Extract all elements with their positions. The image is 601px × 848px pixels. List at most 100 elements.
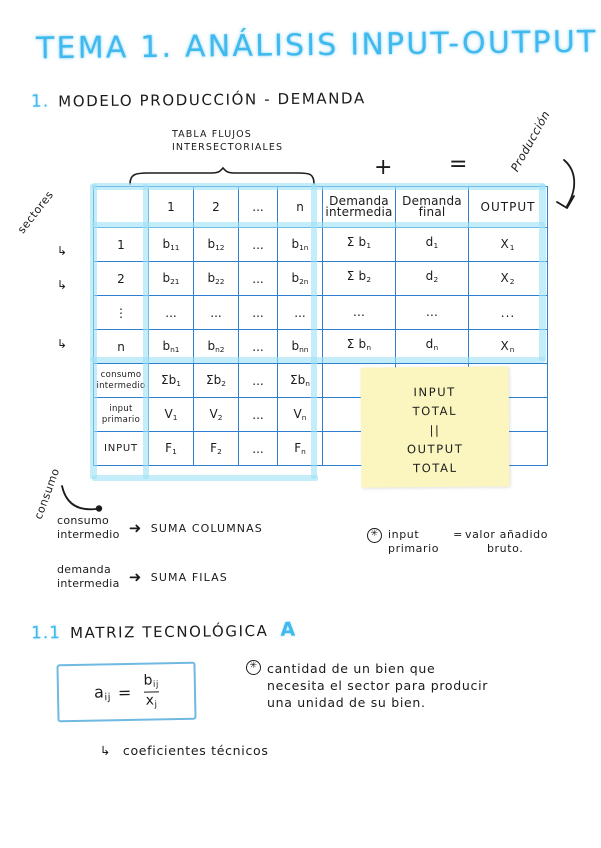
sector-row-arrow-1: ↳: [57, 244, 68, 258]
table-caption-line2: INTERSECTORIALES: [172, 142, 284, 153]
section-11-number: 1.1: [30, 623, 62, 644]
highlight-footer-bottom: [92, 475, 318, 481]
sticky-line-5: TOTAL: [413, 460, 458, 476]
header-demanda-intermedia: Demanda intermedia: [322, 186, 396, 228]
note1-lhs: consumo intermedio: [57, 514, 120, 542]
cell-bn1: bn1: [148, 329, 194, 364]
note3-star-icon: ✳: [367, 528, 382, 543]
cell-vn: Vn: [277, 397, 323, 432]
table-row: 2 b21 b22 ... b2n Σ b2 d2 X2: [93, 261, 548, 296]
cell-bn2: bn2: [193, 329, 239, 364]
cell-b12: b12: [193, 227, 239, 262]
cell-bnn: bnn: [277, 329, 323, 364]
section-1-label: MODELO PRODUCCIÓN - DEMANDA: [58, 89, 366, 111]
consumo-label: consumo: [31, 466, 63, 521]
note-consumo-intermedio: consumo intermedio ➜ SUMA COLUMNAS: [57, 514, 263, 542]
header-output: OUTPUT: [468, 186, 548, 228]
header-demanda-final: Demanda final: [395, 186, 469, 228]
table-header-row: 1 2 ... n Demanda intermedia Demanda fin…: [93, 186, 548, 228]
note4-line-1: cantidad de un bien que: [267, 661, 436, 676]
cell-v1: V1: [148, 397, 194, 432]
note3-rhs: valor añadido bruto.: [465, 528, 548, 556]
page-title: TEMA 1. ANÁLISIS INPUT-OUTPUT: [35, 24, 598, 67]
formula-num-sub: ij: [152, 679, 159, 690]
cell-r3-c2: ...: [193, 295, 239, 330]
note3-rhs-l2: bruto.: [486, 542, 524, 555]
footer-consumo-l2: intermedio: [96, 380, 146, 391]
cell-b2n: b2n: [277, 261, 323, 296]
formula-lhs-sub: ij: [104, 691, 112, 703]
cell-r3-output: ...: [468, 295, 548, 330]
note1-arrow-icon: ➜: [128, 519, 142, 537]
header-demanda-final-l2: final: [418, 205, 446, 219]
produccion-arrow-icon: [548, 158, 584, 220]
sector-columns-brace: [128, 166, 315, 185]
cell-r3-dots: ...: [238, 295, 278, 330]
row-ellipsis-label: ⋮: [93, 295, 149, 330]
sticky-line-3: ||: [429, 422, 441, 438]
footer-input-primario-l1: input: [109, 404, 133, 414]
plus-operator: +: [374, 155, 393, 180]
formula-numerator: bij: [143, 672, 159, 690]
note2-arrow-icon: ➜: [128, 568, 142, 586]
cell-r3-sum: ...: [322, 295, 396, 330]
formula-fraction: bij xj: [143, 672, 159, 710]
cell-v2: V2: [193, 397, 239, 432]
footer-consumo-l1: consumo: [100, 370, 142, 380]
header-demanda-final-l1: Demanda: [402, 194, 462, 208]
note1-lhs-l2: intermedio: [57, 528, 120, 541]
note2-lhs-l2: intermedia: [57, 577, 120, 590]
cell-rn-dots: ...: [238, 329, 278, 364]
consumo-arrow-icon: [60, 484, 108, 518]
sticky-line-1: INPUT: [413, 384, 456, 400]
formula-lhs: aij: [93, 682, 112, 703]
cell-x2: X2: [468, 261, 548, 296]
row-n-label: n: [93, 329, 149, 364]
table-row: 1 b11 b12 ... b1n Σ b1 d1 X1: [93, 227, 548, 262]
formula-box: aij = bij xj: [56, 661, 197, 723]
cell-sumcol-2: Σb2: [193, 363, 239, 398]
cell-dn: dn: [395, 329, 469, 364]
formula-denominator: xj: [145, 691, 158, 710]
table-caption: TABLA FLUJOS INTERSECTORIALES: [172, 128, 283, 154]
cell-sumcol-1: Σb1: [148, 363, 194, 398]
note4-line-2: necesita el sector para producir: [267, 678, 489, 693]
cell-r1-dots: ...: [238, 227, 278, 262]
note5-arrow-icon: ↳: [100, 743, 112, 758]
cell-fn: Fn: [277, 431, 323, 466]
section-1-number: 1.: [30, 91, 50, 112]
table-caption-line1: TABLA FLUJOS: [172, 129, 252, 140]
section-11-label: MATRIZ TECNOLÓGICA: [69, 621, 269, 642]
formula-den-sub: j: [154, 699, 158, 710]
cell-r3-cn: ...: [277, 295, 323, 330]
header-corner-blank: [93, 186, 149, 228]
header-sector-1: 1: [148, 186, 194, 228]
note3-lhs-l2: primario: [388, 542, 440, 555]
formula-aij: aij = bij xj: [58, 664, 194, 721]
note-coeficientes-tecnicos: ↳ coeficientes técnicos: [100, 742, 269, 759]
note4-text: cantidad de un bien que necesita el sect…: [267, 660, 488, 711]
sector-row-arrow-3: ↳: [57, 337, 68, 351]
cell-b11: b11: [148, 227, 194, 262]
footer-consumo-intermedio-label: consumo intermedio: [93, 363, 149, 398]
equals-operator: =: [449, 152, 468, 177]
row-2-label: 2: [93, 261, 149, 296]
produccion-label: Producción: [507, 108, 553, 174]
cell-d1: d1: [395, 227, 469, 262]
cell-b21: b21: [148, 261, 194, 296]
cell-sum-b1: Σ b1: [322, 227, 396, 262]
cell-sumcol-n: Σbn: [277, 363, 323, 398]
sectores-label: sectores: [15, 188, 57, 237]
note-demanda-intermedia: demanda intermedia ➜ SUMA FILAS: [57, 563, 228, 591]
note2-rhs: SUMA FILAS: [150, 570, 228, 584]
note-aij-definition: ✳ cantidad de un bien que necesita el se…: [246, 660, 596, 711]
cell-r2-dots: ...: [238, 261, 278, 296]
cell-f2: F2: [193, 431, 239, 466]
note3-eq: =: [453, 528, 463, 541]
cell-xn: Xn: [468, 329, 548, 364]
sticky-note: INPUT TOTAL || OUTPUT TOTAL: [360, 366, 510, 488]
header-sector-dots: ...: [238, 186, 278, 228]
sticky-note-text: INPUT TOTAL || OUTPUT TOTAL: [361, 382, 510, 478]
